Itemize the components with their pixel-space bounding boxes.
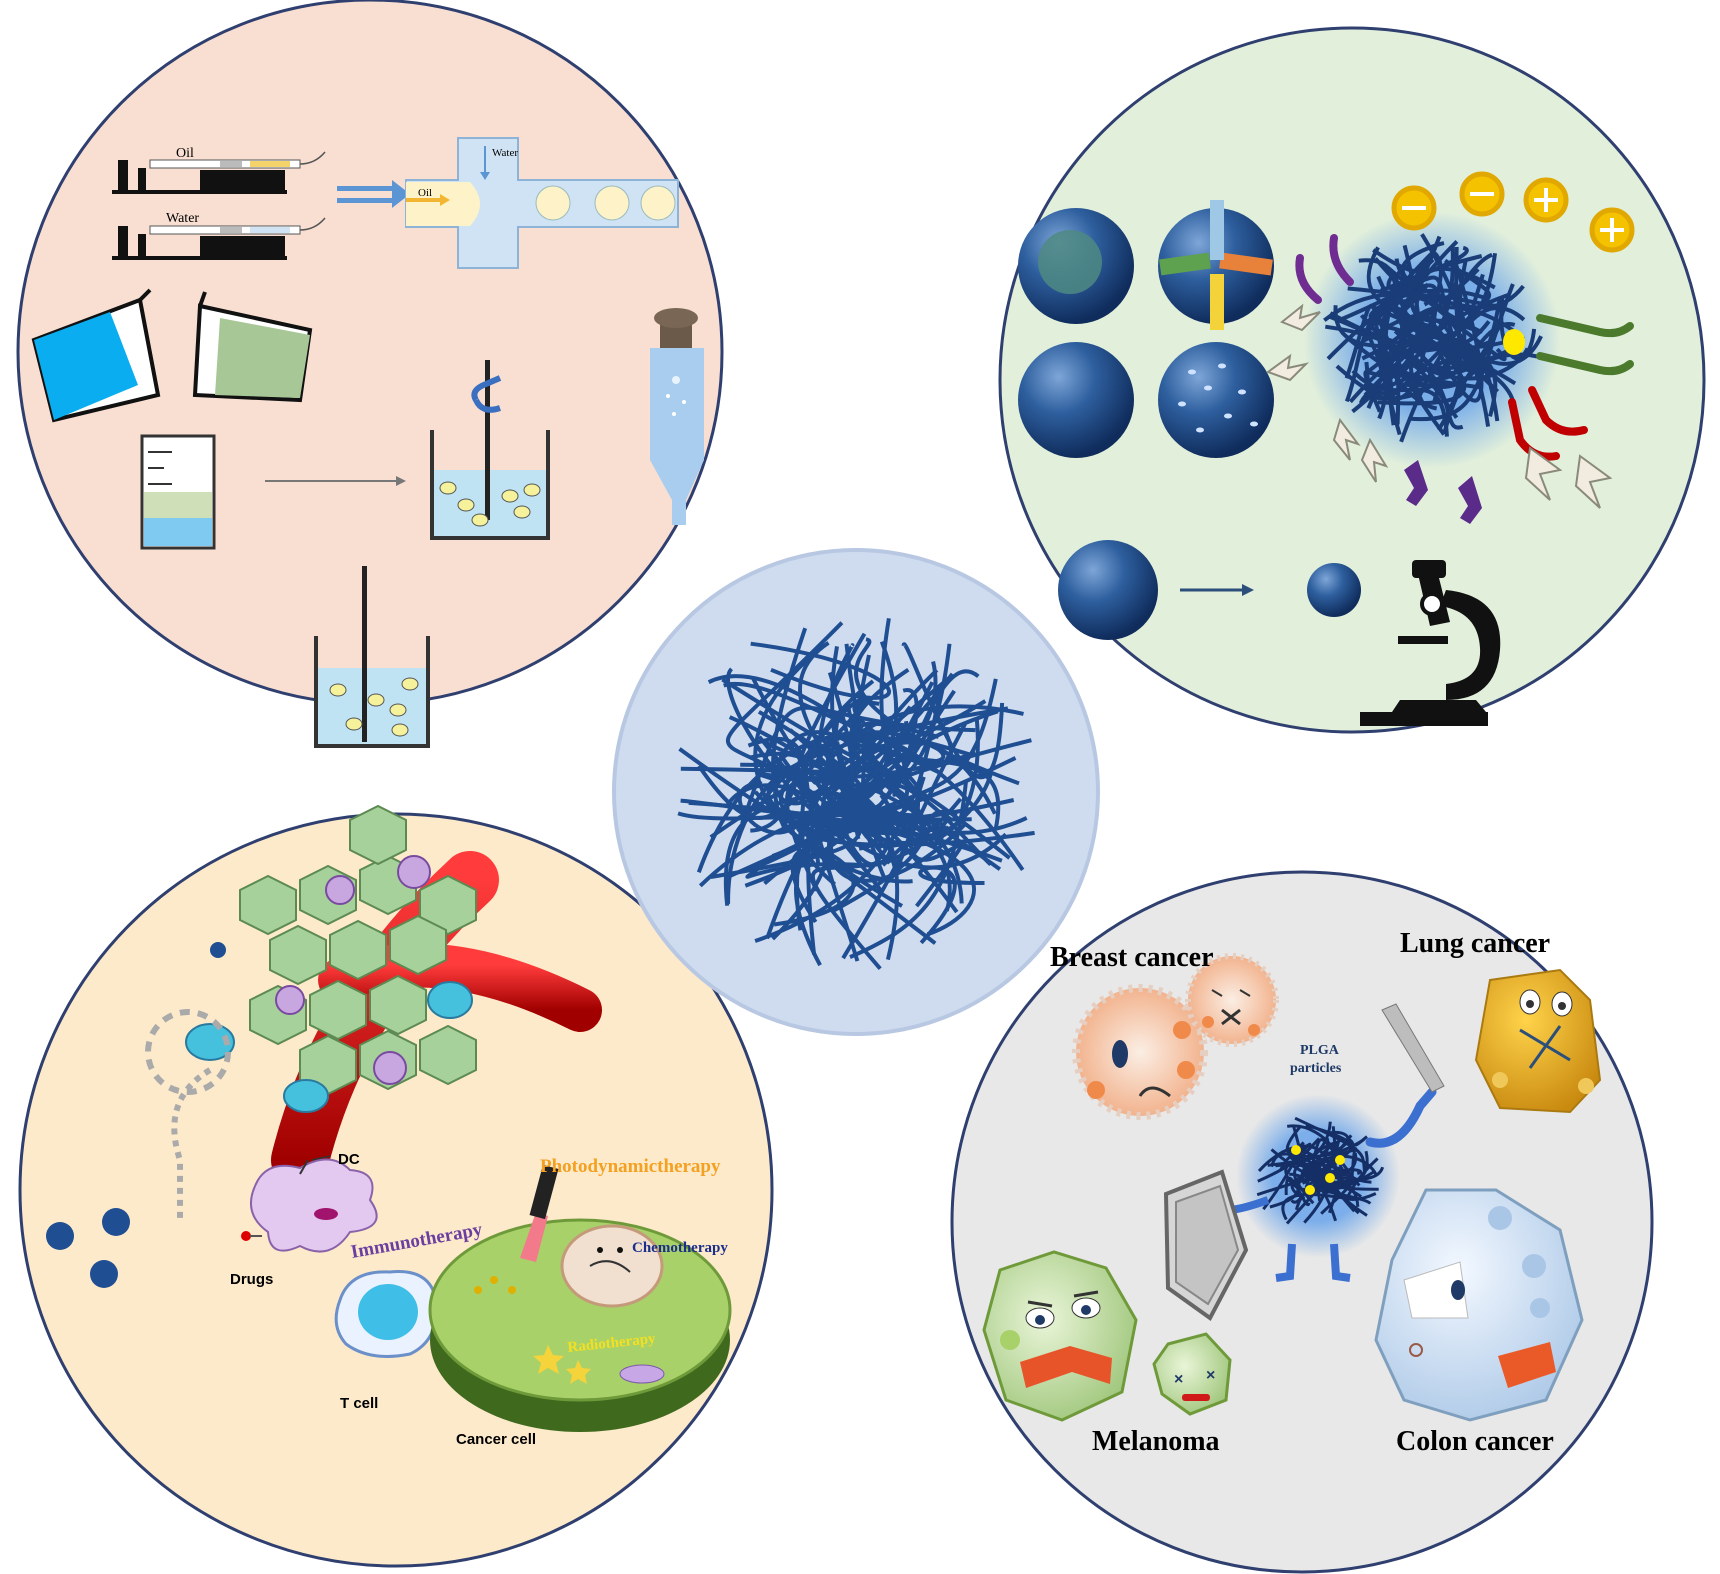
svg-text:×: × [1174,1371,1183,1388]
polymer-strand [1383,263,1507,362]
microscope-icon [1360,560,1501,726]
polymer-strand [696,730,946,873]
polymer-strand [852,700,953,765]
syringe-pump-oil: Oil [112,146,326,194]
polymer-strand [1306,1152,1357,1177]
dc-label: DC [338,1151,360,1168]
lung-cancer-label: Lung cancer [1400,928,1550,959]
svg-text:×: × [1206,1367,1215,1384]
polymer-strand [1294,1116,1367,1174]
drugs-marker: Drugs [230,1231,273,1288]
melanoma-label: Melanoma [1092,1426,1220,1457]
spray-funnel [650,308,704,525]
polymer-strand [855,784,1002,871]
antibody-ligands [1404,460,1482,524]
polymer-strand [680,738,853,775]
chip-oil-label: Oil [418,187,432,199]
polymer-strand [1399,258,1492,443]
polymer-strand [1334,275,1466,371]
polymer-strand [815,801,900,961]
drugs-label: Drugs [230,1271,273,1288]
tcell-label: T cell [340,1395,378,1412]
t-cell: T cell [334,1270,438,1412]
syringe-water-label: Water [166,211,199,226]
cancers-panel: Breast cancer Lung cancer PLGA particles [950,870,1654,1574]
pores [1178,363,1258,433]
nanoparticles-therapy [46,942,226,1288]
polymer-strand [827,671,892,865]
janus-sphere [1158,208,1274,324]
microfluidic-chip: Water Oil [405,137,679,269]
polymer-strand [1381,287,1440,398]
syringe-oil-label: Oil [176,146,194,161]
polymer-strand [726,762,861,904]
chip-water-label: Water [492,147,518,159]
polymer-strand [1373,252,1493,304]
plga-character: PLGA particles [1227,1003,1445,1282]
photodynamic-label: Photodynamictherapy [540,1156,721,1177]
polymer-strand [1376,275,1538,375]
cyan-cells [185,981,473,1113]
polymer-strand [784,774,889,892]
center-panel [612,548,1100,1036]
graduated-beaker [140,434,216,550]
polymer-strand [892,688,919,797]
polymer-strand [1300,1169,1322,1202]
pouring-beaker-green [192,291,313,403]
polymer-strand [798,641,879,851]
porous-sphere [1158,342,1274,458]
polymer-strand [1284,1176,1311,1207]
breast-cancer-label: Breast cancer [1050,942,1214,973]
polymer-strand [721,677,1011,860]
cancer-cell: Cancer cell [428,1164,732,1448]
polymer-strand [849,668,964,904]
colon-cancer-cell: Colon cancer [1374,1188,1584,1457]
polymer-strand [1314,1179,1372,1205]
stirred-beaker [430,360,550,540]
lung-cancer-cell: Lung cancer [1400,928,1602,1114]
polymer-strand [773,847,856,927]
therapy-panel: DC Drugs T cell Cancer cell Photody [18,804,774,1568]
polymer-strand [853,699,1025,872]
stirred-beaker-bottom [314,566,430,748]
polymer-strand [1323,284,1525,322]
polymer-strand [1335,299,1438,402]
chemotherapy-label: Chemotherapy [632,1240,728,1256]
charge-symbols [1391,171,1635,253]
polymer-strand [1292,1121,1332,1205]
cancer-cell-label: Cancer cell [456,1431,536,1448]
melanoma-cells: × × Melanoma [982,1250,1232,1457]
polymer-strand [723,764,862,906]
polymer-strand [1351,337,1500,422]
fabrication-panel: Oil Water Wat [16,0,724,748]
plga-label-line2: particles [1290,1061,1342,1076]
small-sphere [1307,563,1361,617]
polymer-strand [750,679,875,833]
polymer-tangle [677,617,1035,971]
pouring-beaker-blue [31,288,161,423]
polymer-strand [799,740,997,815]
plga-label-line1: PLGA [1300,1043,1340,1058]
colon-cancer-label: Colon cancer [1396,1426,1554,1457]
immune-cells-purple [275,855,431,1085]
functionalized-particle [1304,212,1560,468]
characterization-panel [998,26,1706,734]
syringe-pump-water: Water [112,211,326,260]
polymer-strand [810,815,952,971]
polymer-strand [1499,296,1537,361]
solid-sphere [1018,342,1134,458]
polymer-strand [1362,297,1436,343]
polymer-strand [740,705,976,825]
polymer-strand [1450,246,1467,351]
polymer-strand [1310,1137,1376,1191]
peptide-ligands [1265,303,1613,509]
breast-cancer-cells: Breast cancer [1050,942,1279,1120]
double-arrow [337,180,410,208]
migration-path [171,1067,212,1220]
dendritic-cell: DC [250,1151,378,1253]
large-sphere [1058,540,1158,640]
polymer-strand [1325,324,1464,430]
